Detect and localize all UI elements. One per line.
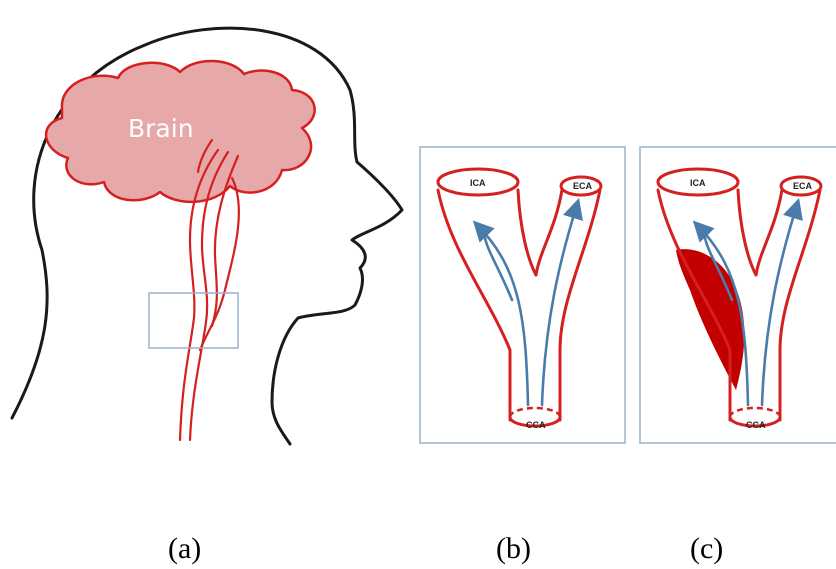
eca-label: ECA [793,181,813,191]
caption-c: (c) [690,532,723,565]
panel-b: ICA ECA CCA [420,147,625,443]
caption-a: (a) [168,532,201,565]
panel-c: ICA ECA CCA [640,147,836,443]
caption-b: (b) [496,532,531,565]
eca-label: ECA [573,181,593,191]
cca-label: CCA [526,420,546,430]
brain-label: Brain [128,114,194,143]
ica-label: ICA [470,178,486,188]
panel-a: Brain [12,28,402,444]
ica-label: ICA [690,178,706,188]
cca-label: CCA [746,420,766,430]
